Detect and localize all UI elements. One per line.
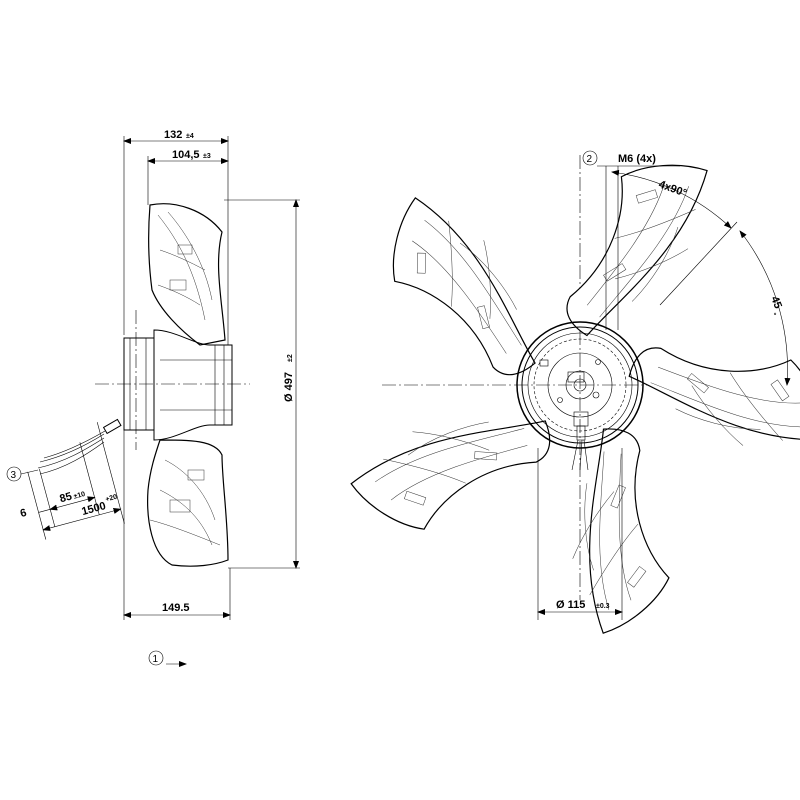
- side-lower-blade: [147, 439, 229, 567]
- front-blades: [349, 151, 800, 636]
- dim-depth-b-tol: ±3: [203, 153, 211, 160]
- dim-hub-diameter: Ø 115 ±0.3: [537, 448, 623, 620]
- dim-overall-depth-value: 132: [164, 129, 182, 141]
- dim-cable-1500-tol: +20: [105, 494, 118, 504]
- dim-bottom-value: 149.5: [162, 602, 190, 614]
- dim-diameter-tol: ±2: [287, 354, 294, 362]
- dim-cable-85-value: 85: [58, 491, 73, 506]
- thread-label: M6 (4x): [618, 153, 656, 165]
- dim-hub-diameter-tol: ±0.3: [596, 603, 610, 610]
- fan-blade: [562, 151, 708, 350]
- dim-depth-b: 104,5 ±3: [147, 149, 229, 164]
- callout-1-airflow: 1: [148, 650, 187, 667]
- side-cable: [37, 418, 122, 475]
- fan-blade: [360, 196, 578, 386]
- dim-hub-diameter-value: Ø 115: [556, 599, 585, 611]
- front-hub: [516, 321, 644, 471]
- dim-diameter-value: Ø 497: [283, 372, 295, 402]
- dim-bottom: 149.5: [123, 602, 231, 618]
- angle-dims: 4x90° 45 °: [611, 169, 791, 386]
- dim-cable-85-tol: ±10: [73, 491, 86, 501]
- callout-3-label: 3: [11, 470, 17, 481]
- dim-overall-depth: 132 ±4: [123, 129, 229, 144]
- fan-blade: [624, 320, 800, 472]
- dim-overall-depth-tol: ±4: [186, 133, 194, 140]
- side-upper-blade: [148, 203, 226, 346]
- callout-2-thread: 2 M6 (4x): [582, 150, 680, 330]
- dim-cable: 6 85 ±10 1500 +20: [19, 422, 125, 540]
- side-view: 132 ±4 104,5 ±3 Ø 497 ±2 149.5: [6, 129, 300, 667]
- dim-diameter: Ø 497 ±2: [283, 199, 299, 569]
- callout-1-label: 1: [153, 654, 159, 665]
- side-hub: [123, 329, 233, 441]
- dim-cable-6-value: 6: [19, 507, 28, 520]
- front-view: 2 M6 (4x) 4x90° 45 ° Ø 115 ±0.3: [349, 150, 800, 636]
- callout-2-label: 2: [587, 154, 593, 165]
- callout-3: 3: [6, 466, 39, 482]
- angle-offset-tol: °: [769, 312, 778, 318]
- dim-cable-1500-value: 1500: [80, 500, 107, 518]
- angle-offset-value: 45: [768, 295, 784, 311]
- dim-depth-b-value: 104,5: [172, 149, 200, 161]
- fan-blade: [349, 353, 563, 569]
- cable-gland-icon: [573, 411, 589, 427]
